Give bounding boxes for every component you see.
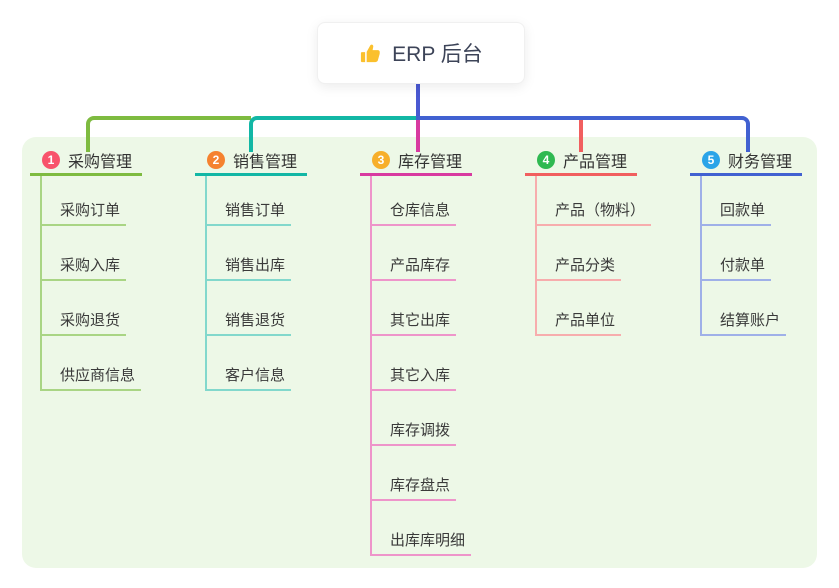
connector-branch-finance — [416, 116, 750, 152]
connector-root-vertical — [416, 81, 420, 118]
root-node-erp[interactable]: ERP 后台 — [317, 22, 525, 84]
child-node[interactable]: 采购订单 — [42, 176, 127, 226]
branch-node-sales[interactable]: 2 销售管理 — [195, 147, 307, 176]
child-node[interactable]: 产品（物料） — [537, 176, 652, 226]
branch-product: 4 产品管理 产品（物料）产品分类产品单位 — [525, 147, 652, 336]
child-node[interactable]: 产品库存 — [372, 226, 457, 281]
branch-label: 销售管理 — [233, 154, 298, 171]
root-node-label: ERP 后台 — [392, 43, 483, 66]
thumbs-up-icon — [359, 42, 382, 65]
branch-number-badge: 1 — [42, 151, 60, 169]
branch-label: 库存管理 — [398, 154, 463, 171]
branch-node-product[interactable]: 4 产品管理 — [525, 147, 637, 176]
branch-children: 采购订单采购入库采购退货供应商信息 — [40, 176, 142, 391]
branch-label: 财务管理 — [728, 154, 793, 171]
branch-purchase: 1 采购管理 采购订单采购入库采购退货供应商信息 — [30, 147, 142, 391]
branch-label: 采购管理 — [68, 154, 133, 171]
child-node[interactable]: 供应商信息 — [42, 336, 142, 391]
branch-children: 回款单付款单结算账户 — [700, 176, 802, 336]
child-node[interactable]: 库存盘点 — [372, 446, 457, 501]
child-node[interactable]: 销售订单 — [207, 176, 292, 226]
child-node[interactable]: 产品分类 — [537, 226, 622, 281]
child-node[interactable]: 采购退货 — [42, 281, 127, 336]
branch-finance: 5 财务管理 回款单付款单结算账户 — [690, 147, 802, 336]
branch-number-badge: 2 — [207, 151, 225, 169]
child-node[interactable]: 仓库信息 — [372, 176, 457, 226]
branch-number-badge: 3 — [372, 151, 390, 169]
branch-children: 仓库信息产品库存其它出库其它入库库存调拨库存盘点出库库明细 — [370, 176, 472, 556]
child-node[interactable]: 销售退货 — [207, 281, 292, 336]
child-node[interactable]: 回款单 — [702, 176, 772, 226]
child-node[interactable]: 客户信息 — [207, 336, 292, 391]
child-node[interactable]: 其它出库 — [372, 281, 457, 336]
child-node[interactable]: 销售出库 — [207, 226, 292, 281]
branch-inventory: 3 库存管理 仓库信息产品库存其它出库其它入库库存调拨库存盘点出库库明细 — [360, 147, 472, 556]
child-node[interactable]: 付款单 — [702, 226, 772, 281]
child-node[interactable]: 出库库明细 — [372, 501, 472, 556]
connector-branch-inventory — [416, 120, 420, 152]
branch-label: 产品管理 — [563, 154, 628, 171]
branch-node-purchase[interactable]: 1 采购管理 — [30, 147, 142, 176]
child-node[interactable]: 库存调拨 — [372, 391, 457, 446]
child-node[interactable]: 采购入库 — [42, 226, 127, 281]
connector-branch-product — [579, 120, 583, 152]
mindmap-panel — [22, 137, 817, 568]
branch-number-badge: 5 — [702, 151, 720, 169]
branch-number-badge: 4 — [537, 151, 555, 169]
branch-children: 产品（物料）产品分类产品单位 — [535, 176, 652, 336]
connector-branch-sales — [249, 116, 416, 152]
branch-sales: 2 销售管理 销售订单销售出库销售退货客户信息 — [195, 147, 307, 391]
child-node[interactable]: 产品单位 — [537, 281, 622, 336]
child-node[interactable]: 其它入库 — [372, 336, 457, 391]
child-node[interactable]: 结算账户 — [702, 281, 787, 336]
connector-branch-purchase — [86, 116, 251, 152]
branch-node-finance[interactable]: 5 财务管理 — [690, 147, 802, 176]
branch-children: 销售订单销售出库销售退货客户信息 — [205, 176, 307, 391]
branch-node-inventory[interactable]: 3 库存管理 — [360, 147, 472, 176]
